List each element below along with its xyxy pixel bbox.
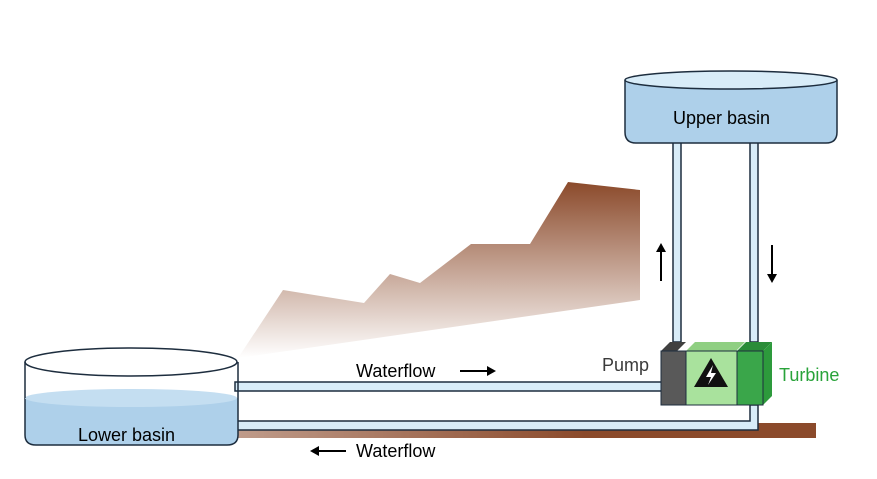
- waterflow-right-arrow-icon: [460, 366, 496, 376]
- mountain: [238, 182, 640, 358]
- pipe-down: [749, 139, 759, 343]
- turbine-label: Turbine: [779, 365, 840, 385]
- pipe-top: [234, 381, 663, 392]
- waterflow-top-label: Waterflow: [356, 361, 436, 381]
- lower-basin-label: Lower basin: [78, 425, 176, 445]
- turbine-body: [736, 350, 764, 406]
- pipe-bottom: [234, 404, 759, 431]
- high-voltage-icon: [694, 358, 728, 387]
- upper-basin: [624, 70, 838, 144]
- flow-down-arrow-icon: [767, 245, 777, 283]
- waterflow-bottom-label: Waterflow: [356, 441, 436, 461]
- pump-body: [660, 350, 687, 406]
- pump-label: Pump: [602, 355, 650, 375]
- pipe-up: [672, 139, 682, 343]
- upper-basin-label: Upper basin: [673, 108, 771, 128]
- flow-up-arrow-icon: [656, 243, 666, 281]
- lower-basin: [24, 347, 239, 446]
- waterflow-left-arrow-icon: [310, 446, 346, 456]
- pump-turbine-unit: [660, 342, 772, 406]
